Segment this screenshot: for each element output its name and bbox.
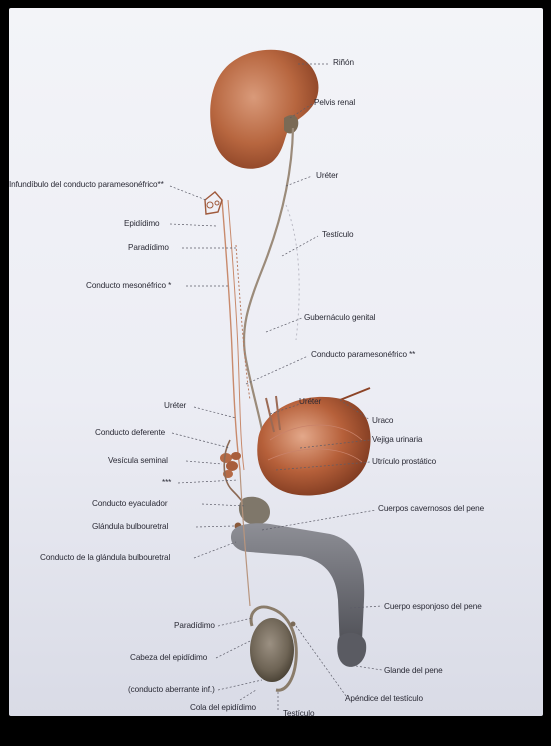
ureter-path [244, 128, 293, 430]
bladder-shape [257, 397, 370, 496]
label-ureter-left: Uréter [164, 401, 186, 411]
infundibulum-structure [205, 192, 222, 214]
label-gubernaculo: Gubernáculo genital [304, 313, 375, 323]
label-pelvis-renal: Pelvis renal [314, 98, 355, 108]
label-testiculo-top: Testículo [322, 230, 353, 240]
label-conducto-eyaculador: Conducto eyaculador [92, 499, 167, 509]
label-cabeza-epididimo: Cabeza del epidídimo [130, 653, 207, 663]
label-infundibulo: Infundíbulo del conducto paramesonéfrico… [9, 180, 164, 190]
seminal-vesicle [220, 452, 241, 478]
label-rinon: Riñón [333, 58, 354, 68]
label-paradidimo-bottom: Paradídimo [174, 621, 215, 631]
label-cuerpo-esponjoso: Cuerpo esponjoso del pene [384, 602, 482, 612]
label-ureter-top: Uréter [316, 171, 338, 181]
label-ureter-right: Uréter [299, 397, 321, 407]
label-cola-epididimo: Cola del epidídimo [190, 703, 256, 713]
label-conducto-glandula: Conducto de la glándula bulbouretral [40, 553, 170, 563]
kidney-shape [210, 50, 318, 169]
label-epididimo: Epidídimo [124, 219, 160, 229]
label-glande: Glande del pene [384, 666, 443, 676]
label-conducto-deferente: Conducto deferente [95, 428, 165, 438]
label-glandula-bulbouretral: Glándula bulbouretral [92, 522, 168, 532]
label-vesicula-seminal: Vesícula seminal [108, 456, 168, 466]
label-testiculo-bottom: Testículo [283, 709, 314, 719]
label-conducto-mesonefrico: Conducto mesonéfrico * [86, 281, 171, 291]
label-uraco: Uraco [372, 416, 393, 426]
testis-shape [250, 618, 294, 682]
glans [337, 633, 366, 667]
renal-pelvis-shape [284, 115, 298, 133]
label-cuerpos-cavernosos: Cuerpos cavernosos del pene [378, 504, 484, 514]
label-utriculo: Utrículo prostático [372, 457, 436, 467]
label-conducto-paramesonefrico: Conducto paramesonéfrico ** [311, 350, 415, 360]
urachus [340, 388, 370, 400]
label-paradidimo-top: Paradídimo [128, 243, 169, 253]
label-apendice: Apéndice del testículo [345, 694, 423, 704]
label-asteriscos: *** [162, 478, 171, 488]
paramesonephric-duct [236, 245, 250, 400]
label-conducto-aberrante: (conducto aberrante inf.) [128, 685, 215, 695]
label-vejiga: Vejiga urinaria [372, 435, 422, 445]
